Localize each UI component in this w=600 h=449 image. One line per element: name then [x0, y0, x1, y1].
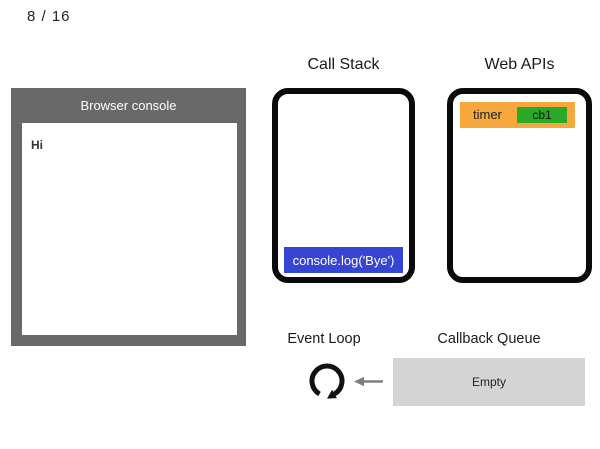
event-loop-icon: [305, 359, 349, 403]
slide-counter: 8 / 16: [27, 8, 71, 25]
callback-queue-title: Callback Queue: [437, 331, 541, 347]
callback-queue-box: Empty: [393, 358, 585, 406]
console-log-line: Hi: [31, 138, 43, 152]
call-stack-panel: console.log('Bye'): [272, 88, 415, 283]
web-api-task-bar: timer cb1: [460, 102, 575, 128]
arrow-head: [354, 376, 364, 387]
browser-console-panel: Browser console Hi: [11, 88, 246, 346]
web-api-task-label: timer: [473, 107, 502, 122]
left-arrow-icon: [353, 373, 385, 390]
loop-arrowhead: [327, 389, 337, 399]
event-loop-title: Event Loop: [287, 331, 361, 347]
browser-console-title: Browser console: [80, 98, 177, 113]
browser-console-output: Hi: [22, 123, 237, 335]
web-apis-title: Web APIs: [484, 56, 555, 73]
web-api-callback-chip: cb1: [517, 107, 567, 123]
stack-frame: console.log('Bye'): [284, 247, 403, 273]
loop-arc: [309, 363, 345, 397]
call-stack-title: Call Stack: [307, 56, 380, 73]
web-apis-panel: timer cb1: [447, 88, 592, 283]
